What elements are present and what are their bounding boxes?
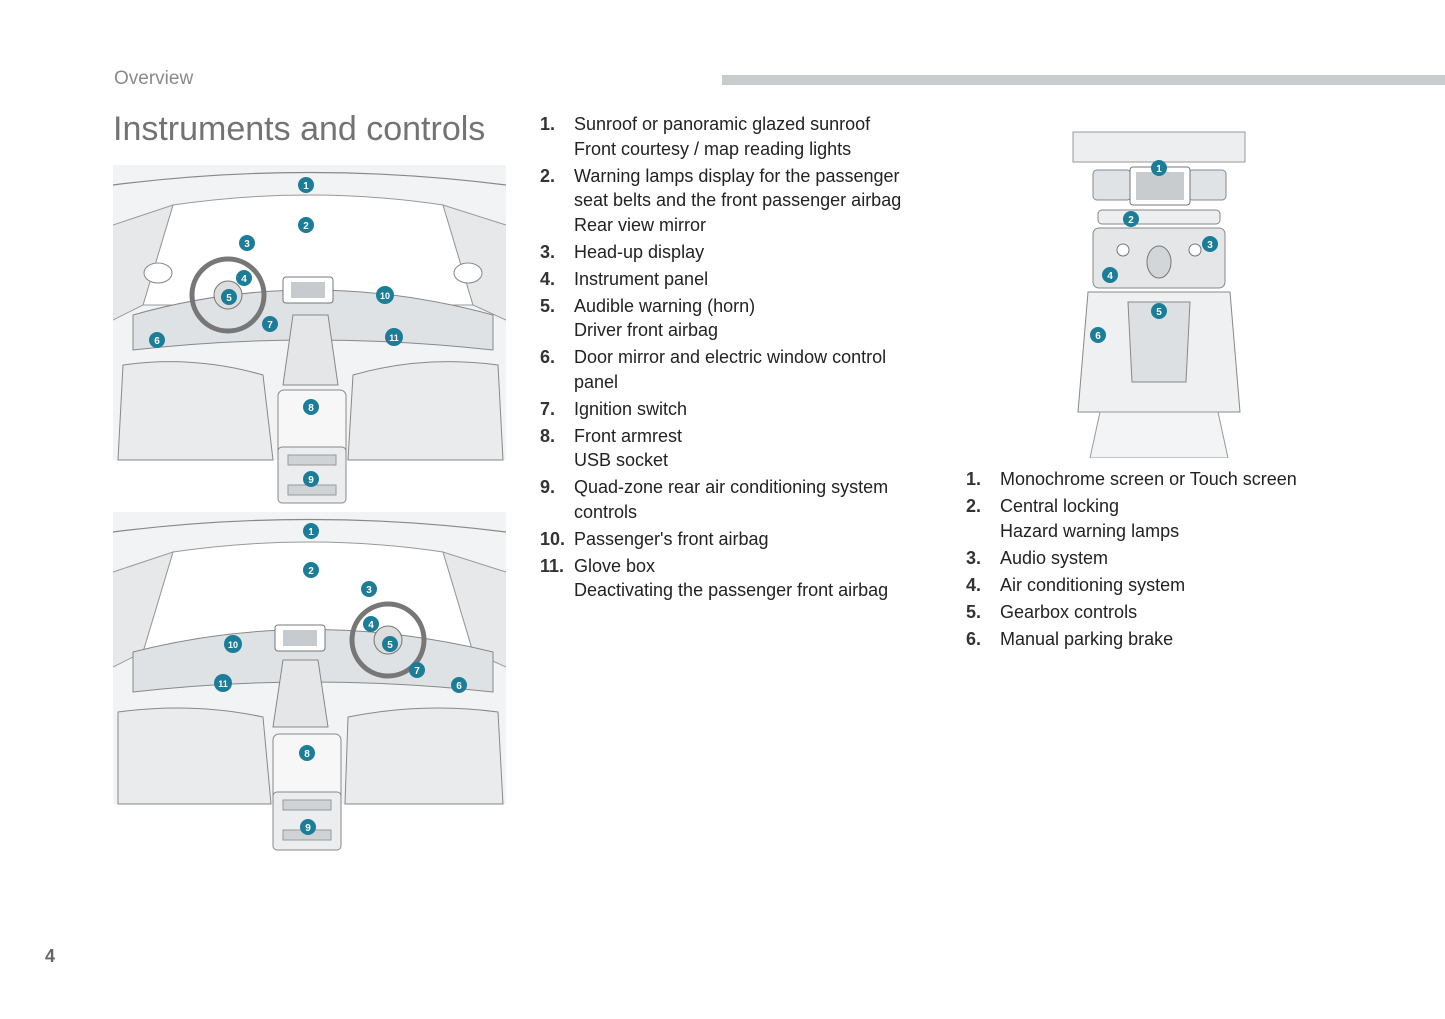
svg-text:8: 8 — [308, 403, 314, 414]
svg-text:9: 9 — [308, 475, 314, 486]
list-item: 3.Audio system — [966, 547, 1109, 568]
svg-text:6: 6 — [154, 336, 160, 347]
marker-1: 1 — [298, 177, 314, 193]
svg-text:3: 3 — [244, 239, 250, 250]
list-item: 5.Audible warning (horn)Driver front air… — [540, 295, 756, 341]
list-item: 4.Instrument panel — [540, 268, 709, 289]
marker-3: 3 — [361, 581, 377, 597]
svg-text:4: 4 — [241, 274, 247, 285]
center-console-illustration: 1 2 3 4 5 6 — [1068, 122, 1250, 458]
list-item: 7.Ignition switch — [540, 398, 688, 419]
list-item: 1.Monochrome screen or Touch screen — [966, 469, 1297, 489]
svg-text:6: 6 — [456, 681, 462, 692]
svg-text:5: 5 — [1156, 307, 1162, 318]
marker-5: 5 — [221, 289, 237, 305]
list-item: 4.Air conditioning system — [966, 574, 1186, 595]
marker-1: 1 — [1151, 160, 1167, 176]
marker-10: 10 — [224, 635, 242, 653]
svg-text:2: 2 — [303, 221, 309, 232]
svg-text:3: 3 — [1207, 240, 1213, 251]
list-item: 3.Head-up display — [540, 241, 705, 262]
svg-text:1: 1 — [308, 527, 314, 538]
page-number: 4 — [45, 946, 56, 966]
svg-text:5: 5 — [226, 293, 232, 304]
marker-10: 10 — [376, 286, 394, 304]
marker-6: 6 — [451, 677, 467, 693]
lhd-interior-illustration: 1 2 3 4 5 6 7 8 9 10 11 — [113, 165, 506, 505]
marker-5: 5 — [1151, 303, 1167, 319]
list-item: 6.Door mirror and electric window contro… — [540, 347, 887, 392]
marker-4: 4 — [236, 270, 252, 286]
marker-6: 6 — [1090, 327, 1106, 343]
marker-3: 3 — [1202, 236, 1218, 252]
marker-9: 9 — [303, 471, 319, 487]
marker-7: 7 — [409, 662, 425, 678]
section-label: Overview — [114, 68, 194, 89]
marker-2: 2 — [298, 217, 314, 233]
marker-5: 5 — [382, 636, 398, 652]
marker-6: 6 — [149, 332, 165, 348]
svg-text:2: 2 — [1128, 215, 1134, 226]
marker-2: 2 — [1123, 211, 1139, 227]
svg-text:5: 5 — [387, 640, 393, 651]
marker-8: 8 — [303, 399, 319, 415]
marker-4: 4 — [363, 616, 379, 632]
svg-text:2: 2 — [308, 566, 314, 577]
svg-text:7: 7 — [414, 666, 420, 677]
svg-text:11: 11 — [218, 679, 228, 689]
svg-text:1: 1 — [1156, 164, 1162, 175]
svg-text:6: 6 — [1095, 331, 1101, 342]
svg-text:10: 10 — [228, 640, 238, 650]
list-item: 10.Passenger's front airbag — [540, 528, 769, 549]
svg-text:9: 9 — [305, 823, 311, 834]
svg-text:4: 4 — [368, 620, 374, 631]
marker-8: 8 — [299, 745, 315, 761]
marker-1: 1 — [303, 523, 319, 539]
marker-11: 11 — [385, 328, 403, 346]
marker-4: 4 — [1102, 267, 1118, 283]
rhd-interior-illustration: 1 2 3 4 5 6 7 8 9 10 11 — [113, 512, 506, 852]
list-item: 2.Warning lamps display for the passenge… — [540, 165, 902, 235]
list-item: 6.Manual parking brake — [966, 628, 1174, 649]
svg-text:8: 8 — [304, 749, 310, 760]
svg-text:4: 4 — [1107, 271, 1113, 282]
list-item: 5.Gearbox controls — [966, 601, 1138, 622]
marker-3: 3 — [239, 235, 255, 251]
marker-2: 2 — [303, 562, 319, 578]
svg-text:7: 7 — [267, 320, 273, 331]
svg-text:3: 3 — [366, 585, 372, 596]
marker-7: 7 — [262, 316, 278, 332]
marker-11: 11 — [214, 674, 232, 692]
page-title: Instruments and controls — [113, 110, 486, 148]
list-item: 9.Quad-zone rear air conditioning system… — [540, 477, 889, 522]
marker-9: 9 — [300, 819, 316, 835]
svg-text:1: 1 — [303, 181, 309, 192]
header-bar — [722, 75, 1445, 85]
svg-text:10: 10 — [380, 291, 390, 301]
svg-text:11: 11 — [389, 333, 399, 343]
controls-list-right: 1.Monochrome screen or Touch screen 2.Ce… — [966, 467, 1386, 654]
